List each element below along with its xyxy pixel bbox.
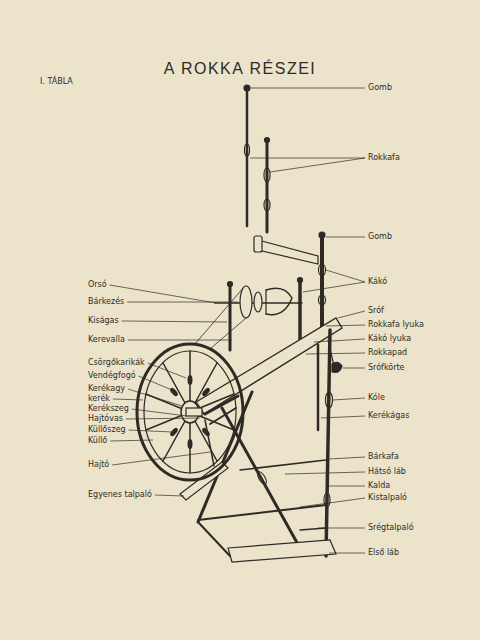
leader-line bbox=[314, 339, 365, 342]
leader-line bbox=[110, 440, 153, 441]
part-name: Rokkafa lyuka bbox=[368, 321, 424, 329]
part-name: Orsó bbox=[88, 281, 107, 289]
leader-line bbox=[343, 368, 365, 369]
part-name: Gomb bbox=[368, 233, 392, 241]
leader-line bbox=[122, 321, 227, 322]
part-name: Vendégfogó bbox=[88, 372, 136, 380]
part-name: Kerékágas bbox=[368, 412, 409, 420]
leader-line bbox=[129, 430, 172, 432]
part-name: Bárkafa bbox=[368, 453, 399, 461]
leader-line bbox=[303, 282, 365, 292]
leader-line bbox=[270, 158, 365, 172]
part-name: Csörgőkarikák bbox=[88, 359, 145, 367]
part-name: Srófkörte bbox=[368, 364, 405, 372]
leader-line bbox=[250, 158, 365, 159]
part-name: Rokkapad bbox=[368, 349, 407, 357]
part-name: Kiságas bbox=[88, 317, 119, 325]
leader-line bbox=[112, 452, 210, 465]
part-name: Kerevalla bbox=[88, 336, 125, 344]
part-name: Hajtó bbox=[88, 461, 109, 469]
leader-line bbox=[318, 528, 365, 529]
leader-line bbox=[329, 486, 365, 487]
part-name: Gomb bbox=[368, 84, 392, 92]
leader-line bbox=[329, 553, 365, 554]
leader-line bbox=[326, 270, 365, 282]
leader-line bbox=[321, 416, 365, 418]
part-name: Küllőszeg bbox=[88, 426, 126, 434]
leader-line bbox=[132, 409, 187, 416]
part-name: kerék bbox=[88, 395, 110, 403]
part-name: Srégtalpaló bbox=[368, 524, 414, 532]
leader-line bbox=[128, 389, 182, 406]
part-name: Kóle bbox=[368, 394, 385, 402]
part-name: Kákó lyuka bbox=[368, 335, 411, 343]
part-name: Kalda bbox=[368, 482, 390, 490]
leader-line bbox=[329, 457, 365, 459]
part-name: Rokkafa bbox=[368, 154, 400, 162]
part-name: Kistalpaló bbox=[368, 494, 407, 502]
leader-line bbox=[326, 325, 365, 326]
leader-line bbox=[285, 472, 365, 474]
leader-line bbox=[306, 353, 365, 354]
part-name: Küllő bbox=[88, 437, 107, 445]
part-name: Kákó bbox=[368, 278, 387, 286]
leader-line bbox=[127, 302, 238, 303]
leader-line bbox=[110, 285, 216, 303]
part-name: Bárkezés bbox=[88, 298, 124, 306]
part-name: Kerékagy bbox=[88, 385, 125, 393]
part-name: Kerékszeg bbox=[88, 405, 129, 413]
part-name: Hátsó láb bbox=[368, 468, 406, 476]
leader-line bbox=[326, 237, 365, 238]
leader-line bbox=[333, 398, 365, 400]
leader-line bbox=[128, 340, 232, 341]
leader-line bbox=[155, 495, 184, 496]
leader-line bbox=[113, 399, 143, 400]
part-name: Hajtóvas bbox=[88, 415, 123, 423]
part-name: Első láb bbox=[368, 549, 399, 557]
leader-line bbox=[148, 363, 186, 378]
plate-number: I. TÁBLA bbox=[40, 78, 73, 86]
leader-line bbox=[300, 498, 365, 507]
diagram-title: A ROKKA RÉSZEI bbox=[164, 60, 317, 78]
leader-line bbox=[251, 88, 365, 89]
part-name: Sróf bbox=[368, 307, 384, 315]
leader-line bbox=[139, 376, 172, 390]
part-name: Egyenes talpaló bbox=[88, 491, 152, 499]
leader-line bbox=[126, 418, 200, 419]
leader-line bbox=[338, 311, 365, 318]
